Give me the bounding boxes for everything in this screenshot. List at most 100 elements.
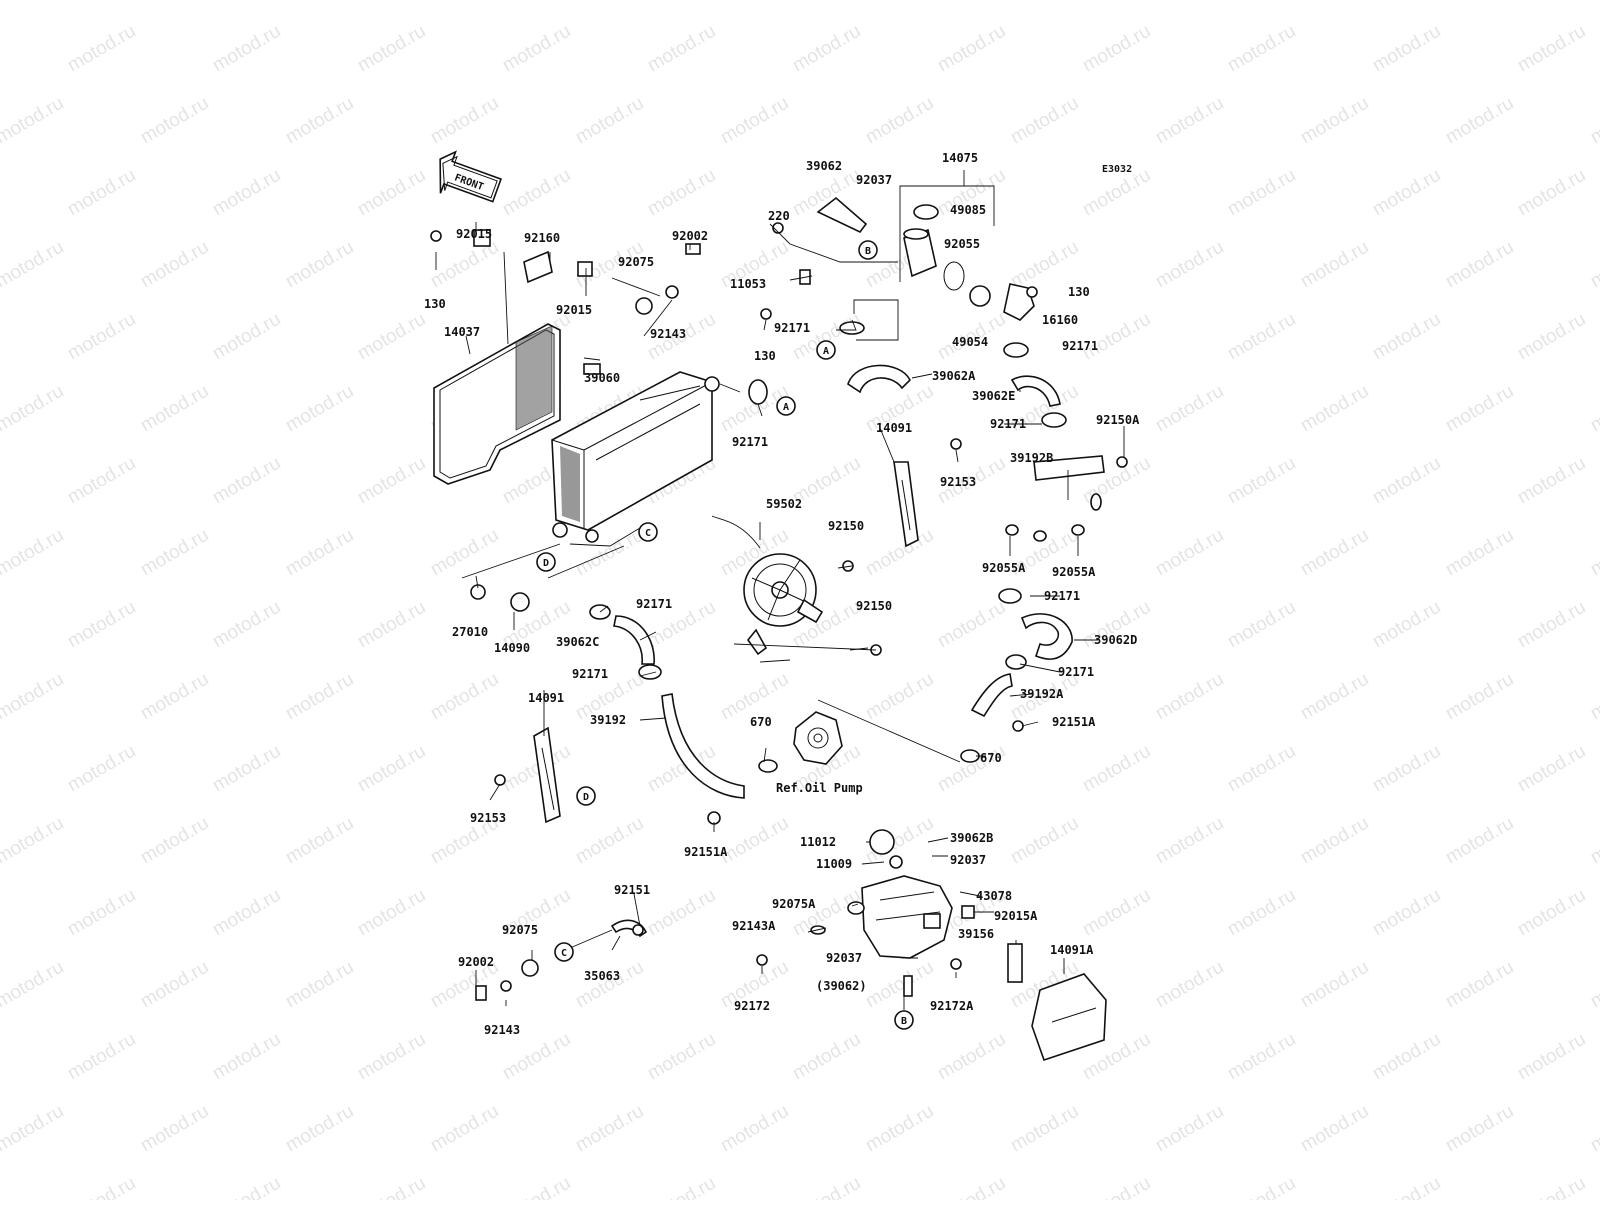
watermark-text: motod.ru (1587, 669, 1600, 725)
watermark-text: motod.ru (282, 957, 357, 1013)
watermark-text: motod.ru (789, 1029, 864, 1085)
part-label: 92171 (636, 597, 672, 611)
watermark-text: motod.ru (427, 669, 502, 725)
watermark-text: motod.ru (354, 309, 429, 365)
watermark-text: motod.ru (0, 237, 67, 293)
watermark-text: motod.ru (1442, 0, 1517, 4)
part-label: 92037 (950, 853, 986, 867)
svg-text:D: D (583, 792, 589, 803)
watermark-text: motod.ru (0, 525, 67, 581)
watermark-text: motod.ru (209, 165, 284, 221)
watermark-text: motod.ru (209, 1173, 284, 1200)
part-label: 92151A (684, 845, 728, 859)
watermark-text: motod.ru (354, 741, 429, 797)
watermark-text: motod.ru (0, 93, 67, 149)
svg-text:B: B (901, 1016, 907, 1027)
watermark-text: motod.ru (644, 21, 719, 77)
watermark-text: motod.ru (1587, 957, 1600, 1013)
watermark-text: motod.ru (1514, 453, 1589, 509)
part-label: 92055A (982, 561, 1026, 575)
part-label: 92150A (1096, 413, 1140, 427)
part-label: 130 (424, 297, 446, 311)
water-pump (793, 711, 843, 765)
watermark-text: motod.ru (1152, 957, 1227, 1013)
part-label: 130 (754, 349, 776, 363)
part-label: 39060 (584, 371, 620, 385)
part-label: 39062A (932, 369, 976, 383)
watermark-text: motod.ru (282, 813, 357, 869)
part-label: 92015 (456, 227, 492, 241)
part-label: 39192 (590, 713, 626, 727)
watermark-text: motod.ru (572, 813, 647, 869)
watermark-text: motod.ru (427, 1101, 502, 1157)
filler-neck (903, 204, 1035, 321)
part-label: 92075 (618, 255, 654, 269)
part-label: 92075A (772, 897, 816, 911)
coolant-reservoir (861, 875, 953, 959)
watermark-text: motod.ru (209, 885, 284, 941)
watermark-text: motod.ru (1442, 669, 1517, 725)
watermark-text: motod.ru (862, 0, 937, 4)
watermark-text: motod.ru (354, 165, 429, 221)
hose-clamps (589, 321, 1067, 680)
watermark-text: motod.ru (572, 957, 647, 1013)
front-arrow-icon: FRONT (439, 150, 503, 203)
reservoir-cover (1031, 973, 1107, 1062)
watermark-text: motod.ru (934, 21, 1009, 77)
watermark-text: motod.ru (137, 1101, 212, 1157)
part-label: 92171 (732, 435, 768, 449)
watermark-text: motod.ru (717, 93, 792, 149)
watermark-text: motod.ru (354, 21, 429, 77)
watermark-text: motod.ru (789, 21, 864, 77)
svg-text:C: C (561, 948, 567, 959)
watermark-text: motod.ru (0, 813, 67, 869)
watermark-text: motod.ru (1297, 957, 1372, 1013)
radiator (551, 363, 720, 543)
part-label: 14091 (876, 421, 912, 435)
watermark-text: motod.ru (64, 885, 139, 941)
part-label: 220 (768, 209, 790, 223)
watermark-text: motod.ru (1079, 741, 1154, 797)
watermark-text: motod.ru (64, 1173, 139, 1200)
watermark-text: motod.ru (1369, 165, 1444, 221)
watermark-text: motod.ru (64, 453, 139, 509)
part-label: 39062C (556, 635, 599, 649)
part-label: 92143 (650, 327, 686, 341)
part-label: 92153 (940, 475, 976, 489)
radiator-bracket-upper (893, 461, 919, 548)
watermark-text: motod.ru (717, 0, 792, 4)
watermark-text: motod.ru (1297, 813, 1372, 869)
watermark-text: motod.ru (499, 21, 574, 77)
watermark-text: motod.ru (1514, 21, 1589, 77)
part-label: 92172A (930, 999, 974, 1013)
callout-c-lower: C (554, 942, 574, 962)
watermark-text: motod.ru (1224, 21, 1299, 77)
watermark-text: motod.ru (209, 309, 284, 365)
watermark-text: motod.ru (862, 957, 937, 1013)
watermark-text: motod.ru (282, 525, 357, 581)
watermark-text: motod.ru (1297, 381, 1372, 437)
watermark-text: motod.ru (137, 381, 212, 437)
watermark-text: motod.ru (1369, 1029, 1444, 1085)
watermark-text: motod.ru (1587, 93, 1600, 149)
part-label: 92171 (1044, 589, 1080, 603)
part-label: 39192B (1010, 451, 1053, 465)
watermark-text: motod.ru (354, 885, 429, 941)
watermark-text: motod.ru (644, 1029, 719, 1085)
watermark-text: motod.ru (1152, 93, 1227, 149)
watermark-text: motod.ru (1079, 21, 1154, 77)
watermark-text: motod.ru (1007, 93, 1082, 149)
watermark-text: motod.ru (1442, 237, 1517, 293)
watermark-text: motod.ru (1442, 381, 1517, 437)
watermark-text: motod.ru (1514, 597, 1589, 653)
part-label: 35063 (584, 969, 620, 983)
watermark-text: motod.ru (1587, 237, 1600, 293)
part-label: 92172 (734, 999, 770, 1013)
watermark-text: motod.ru (1224, 741, 1299, 797)
watermark-text: motod.ru (1369, 309, 1444, 365)
watermark-text: motod.ru (1514, 741, 1589, 797)
watermark-text: motod.ru (1152, 1101, 1227, 1157)
part-label: 92015A (994, 909, 1038, 923)
